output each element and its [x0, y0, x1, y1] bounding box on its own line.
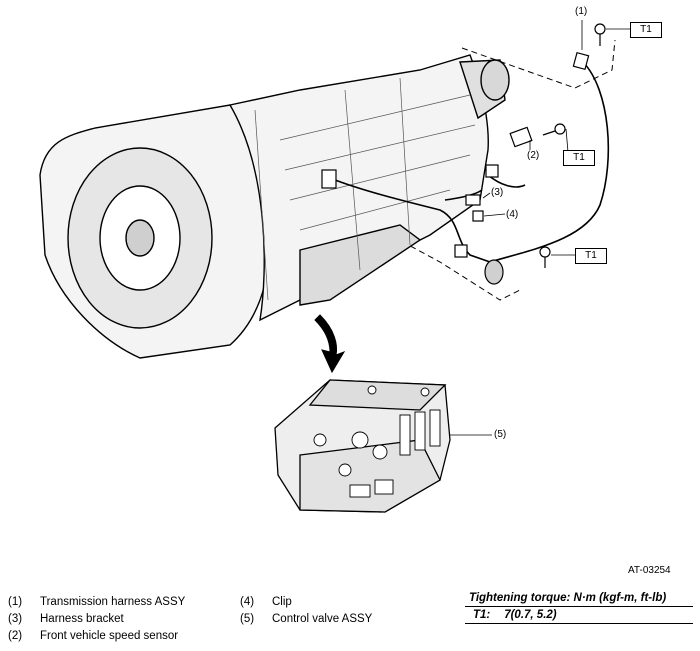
figure-id: AT-03254: [628, 565, 671, 576]
torque-label: T1:: [473, 609, 491, 621]
torque-table: Tightening torque: N·m (kgf-m, ft-lb) T1…: [465, 590, 693, 624]
harness-parts: [321, 51, 590, 285]
torque-tag-t1: T1: [563, 150, 595, 166]
callout-2: (2): [527, 150, 540, 161]
body-detail-lines: [254, 77, 476, 301]
clip: [472, 210, 484, 222]
transmission-exploded-diagram: [39, 20, 630, 513]
callout-5: (5): [494, 429, 507, 440]
torque-value: 7(0.7, 5.2): [504, 609, 557, 621]
torque-row: T1: 7(0.7, 5.2): [465, 607, 693, 624]
sensor-plug: [484, 259, 504, 285]
harness-end-connector: [572, 51, 590, 71]
legend-label: Control valve ASSY: [272, 613, 373, 625]
legend-item: (5) Control valve ASSY: [240, 613, 372, 625]
legend-item: (1) Transmission harness ASSY: [8, 596, 185, 608]
dashed-outline: [461, 39, 616, 89]
legend-item: (4) Clip: [240, 596, 292, 608]
legend-label: Harness bracket: [40, 613, 124, 625]
bolt-icon: [542, 123, 566, 136]
legend-number: (5): [240, 613, 255, 625]
legend-item: (2) Front vehicle speed sensor: [8, 630, 178, 642]
legend-number: (1): [8, 596, 23, 608]
legend-label: Front vehicle speed sensor: [40, 630, 179, 642]
speed-sensor: [509, 126, 533, 148]
connector: [321, 169, 337, 189]
leader-lines: [450, 20, 630, 436]
legend-item: (3) Harness bracket: [8, 613, 124, 625]
bolt-icon: [594, 23, 606, 46]
harness-bracket: [465, 194, 481, 206]
dashed-outline-lower: [339, 207, 521, 301]
bolts: [539, 23, 606, 268]
legend-number: (4): [240, 596, 255, 608]
legend-label: Transmission harness ASSY: [40, 596, 186, 608]
torque-tag-t1: T1: [575, 248, 607, 264]
callout-4: (4): [506, 209, 519, 220]
torque-title: Tightening torque: N·m (kgf-m, ft-lb): [465, 590, 693, 607]
legend-label: Clip: [272, 596, 292, 608]
legend-number: (3): [8, 613, 23, 625]
bolt-icon: [539, 246, 551, 268]
connector: [485, 164, 499, 178]
callout-3: (3): [491, 187, 504, 198]
connector: [454, 244, 468, 258]
legend-number: (2): [8, 630, 23, 642]
harness-wire: [329, 61, 610, 263]
torque-tag-t1: T1: [630, 22, 662, 38]
valve-details: [313, 385, 441, 498]
callout-1: (1): [575, 6, 588, 17]
transmission-body: [39, 54, 510, 359]
arrow-down-icon: [314, 314, 346, 374]
